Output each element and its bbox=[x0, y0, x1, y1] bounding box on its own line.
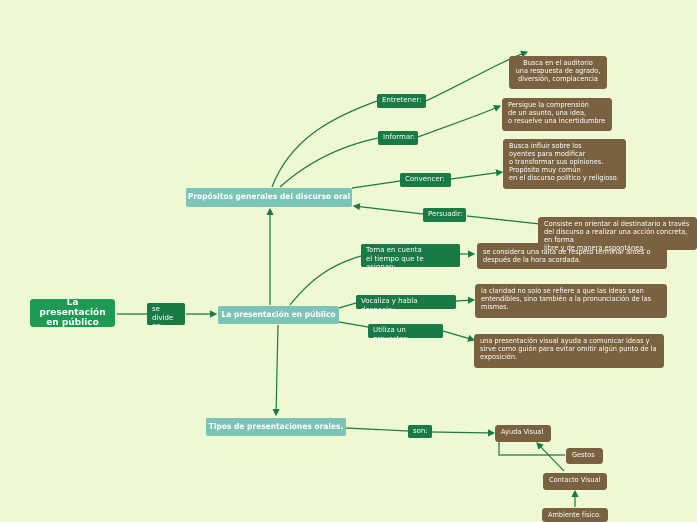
persuadir-description[interactable]: Consiste en orientar al destinatario a t… bbox=[538, 217, 697, 252]
ayuda-visual-node[interactable]: Ayuda Visual bbox=[495, 425, 551, 442]
gestos-node[interactable]: Gestos bbox=[566, 448, 603, 464]
vocaliza-description[interactable]: la claridad no solo se refiere a que las… bbox=[475, 284, 667, 318]
informar-description[interactable]: Persigue la comprensión de un asunto, un… bbox=[502, 98, 612, 131]
persuadir-label[interactable]: Persuadir: bbox=[423, 208, 466, 222]
convencer-label[interactable]: Convencer: bbox=[400, 173, 451, 187]
contacto-visual-node[interactable]: Contacto Visual bbox=[543, 473, 607, 490]
proyector-description[interactable]: una presentación visual ayuda a comunica… bbox=[474, 334, 664, 368]
vocaliza-label[interactable]: Vocaliza y habla despacio: bbox=[356, 295, 456, 314]
propositos-node[interactable]: Propósitos generales del discurso oral bbox=[186, 188, 352, 207]
son-connector[interactable]: son: bbox=[408, 425, 432, 438]
entretener-description[interactable]: Busca en el auditorio una respuesta de a… bbox=[509, 56, 607, 89]
entretener-label[interactable]: Entretener: bbox=[377, 94, 426, 108]
se-divide-connector[interactable]: se divide en: bbox=[147, 303, 185, 330]
informar-label[interactable]: Informar: bbox=[378, 131, 418, 145]
ambiente-fisico-node[interactable]: Ambiente físico. bbox=[542, 508, 608, 522]
root-node[interactable]: La presentación en público bbox=[30, 298, 115, 328]
center-node[interactable]: La presentación en público bbox=[218, 306, 339, 324]
convencer-description[interactable]: Busca influir sobre los oyentes para mod… bbox=[503, 139, 626, 189]
tiempo-label[interactable]: Toma en cuenta el tiempo que te asignan: bbox=[361, 244, 460, 271]
tipos-node[interactable]: Tipos de presentaciones orales. bbox=[206, 418, 346, 436]
proyector-label[interactable]: Utiliza un proyector: bbox=[368, 324, 443, 343]
